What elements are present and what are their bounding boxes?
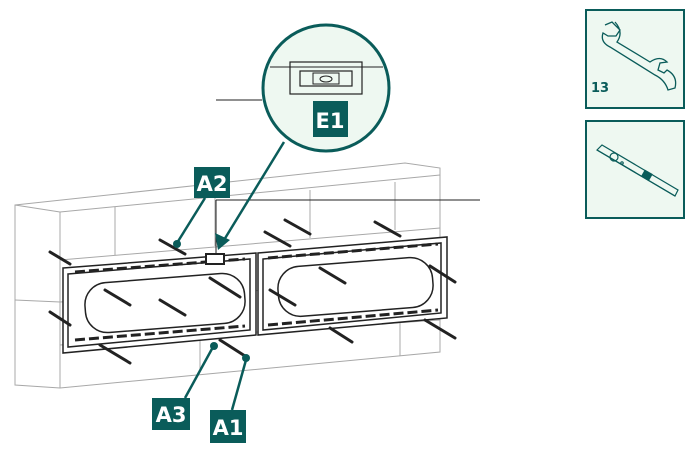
a3-dot xyxy=(210,342,218,350)
tool-box-wrench: 13 xyxy=(585,9,685,109)
wall-screws xyxy=(48,218,457,365)
label-a3: A3 xyxy=(156,403,187,427)
e1-arrowhead xyxy=(215,233,230,250)
wrench-size: 13 xyxy=(591,81,609,96)
spirit-level-icon xyxy=(596,144,679,197)
mounting-bracket-right xyxy=(257,236,448,336)
spirit-level-on-bracket xyxy=(205,253,225,265)
a2-pointer xyxy=(175,197,207,244)
wrench-icon xyxy=(601,21,677,91)
tool-box-level xyxy=(585,120,685,219)
label-a2: A2 xyxy=(197,172,228,196)
label-e1: E1 xyxy=(316,109,345,133)
label-a1: A1 xyxy=(213,416,244,440)
mounting-bracket-left xyxy=(62,252,257,354)
a1-dot xyxy=(242,354,250,362)
level-detail-callout: E1 xyxy=(261,23,391,153)
a1-pointer xyxy=(230,359,248,411)
a3-pointer xyxy=(183,346,215,399)
e1-arrow xyxy=(222,141,286,241)
a2-dot xyxy=(173,240,181,248)
